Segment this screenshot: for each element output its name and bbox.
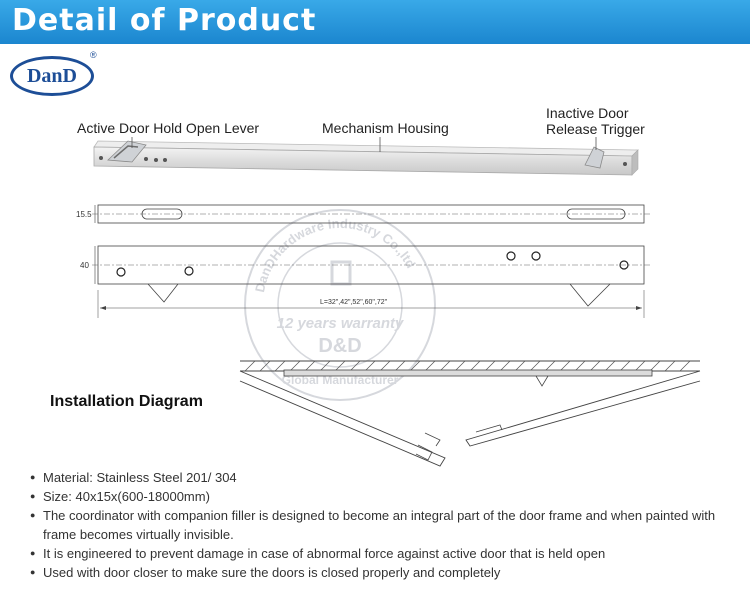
product-render [93, 137, 639, 176]
watermark-inner-ring [277, 242, 403, 368]
list-item: It is engineered to prevent damage in ca… [30, 544, 730, 563]
callout-inactive-trigger-line2: Release Trigger [546, 121, 645, 137]
page-title: Detail of Product [12, 3, 317, 38]
callout-housing: Mechanism Housing [322, 120, 449, 136]
logo-text: DanD [26, 64, 77, 87]
watermark-brand: D&D [318, 335, 361, 357]
feature-list: Material: Stainless Steel 201/ 304 Size:… [30, 468, 730, 582]
brand-logo: DanD [10, 56, 94, 96]
installed-coordinator [283, 369, 653, 377]
dim-length: L=32",42",52",60",72" [320, 299, 388, 306]
inactive-trigger [584, 146, 605, 169]
list-item: Size: 40x15x(600-18000mm) [30, 487, 730, 506]
watermark-lower-text: Global Manufacturer [282, 373, 399, 387]
watermark-warranty: 12 years warranty [277, 315, 404, 332]
list-item: Used with door closer to make sure the d… [30, 563, 730, 582]
callout-inactive-trigger-line1: Inactive Door [546, 105, 629, 121]
watermark-outer-ring [244, 209, 436, 401]
installation-diagram [239, 360, 701, 467]
active-door-leaf [239, 370, 446, 467]
header-bar: Detail of Product [0, 0, 750, 44]
registered-mark: ® [90, 50, 97, 60]
callout-active-lever: Active Door Hold Open Lever [77, 120, 260, 136]
dim-thickness: 15.5 [76, 210, 92, 219]
list-item: Material: Stainless Steel 201/ 304 [30, 468, 730, 487]
list-item: The coordinator with companion filler is… [30, 506, 730, 544]
installation-title: Installation Diagram [50, 393, 203, 410]
inactive-door-leaf [465, 370, 701, 447]
side-view-drawing: 40 L=32",42",52",60",72" [80, 245, 650, 318]
top-view-drawing: 15.5 [76, 204, 650, 224]
dim-height: 40 [80, 261, 89, 270]
